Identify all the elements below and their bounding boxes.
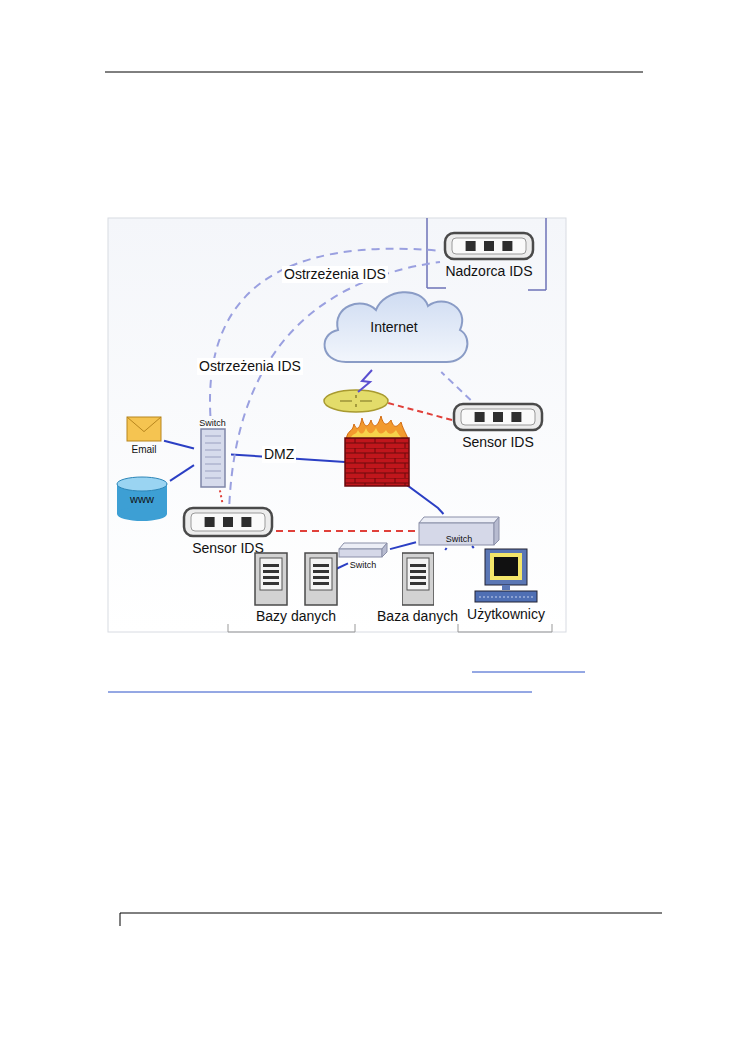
node-label: Switch xyxy=(199,418,226,428)
node-icon xyxy=(126,416,162,442)
node-label: Użytkownicy xyxy=(467,606,545,622)
edge-label: Ostrzeżenia IDS xyxy=(197,358,303,375)
header-rule xyxy=(105,72,643,73)
network-switch: Switch xyxy=(418,516,500,546)
node-label: Email xyxy=(131,444,156,456)
footer-rule xyxy=(120,913,662,914)
diagram-frame xyxy=(108,218,566,632)
network-switch: Switch xyxy=(196,418,229,488)
node-label: Switch xyxy=(446,534,473,544)
connector xyxy=(276,530,416,532)
node-icon xyxy=(452,402,544,432)
node-label: Sensor IDS xyxy=(192,540,264,556)
supervisor-frame xyxy=(427,218,546,290)
connector xyxy=(472,546,474,548)
link-underline xyxy=(472,672,585,673)
connector xyxy=(441,372,470,400)
node-icon xyxy=(402,552,434,606)
connector xyxy=(445,548,446,550)
database-servers: Bazy danych xyxy=(246,552,346,624)
connector xyxy=(220,490,223,504)
sensor-tap-line xyxy=(388,403,452,420)
label-holder: Internet xyxy=(316,284,472,370)
connector xyxy=(390,542,416,549)
connector xyxy=(210,249,440,416)
node-label: Switch xyxy=(350,560,377,570)
node-label: Nadzorca IDS xyxy=(445,263,532,279)
connector xyxy=(164,441,194,449)
node-icon xyxy=(473,548,539,604)
node-label: www xyxy=(130,493,154,506)
node-label: Bazy danych xyxy=(256,608,336,624)
edge-label: DMZ xyxy=(262,446,296,463)
ids-sensor: Sensor IDS xyxy=(452,402,544,450)
connector xyxy=(170,465,194,481)
node-label: Internet xyxy=(370,319,417,335)
edge-label: Ostrzeżenia IDS xyxy=(282,266,388,283)
node-label: Baza danych xyxy=(377,608,458,624)
connector xyxy=(336,563,348,569)
node-icon xyxy=(182,506,274,538)
group-bracket xyxy=(458,624,552,632)
node-label: Sensor IDS xyxy=(462,434,534,450)
wireless-link xyxy=(358,370,372,392)
label-holder: www xyxy=(116,476,168,522)
footer-tick xyxy=(120,913,121,926)
link-underline xyxy=(108,692,532,693)
connector xyxy=(231,454,443,514)
node-icon xyxy=(338,542,388,558)
node-icon xyxy=(199,428,227,488)
internet-cloud: Internet xyxy=(316,284,472,370)
node-icon xyxy=(246,552,346,606)
node-icon xyxy=(443,231,535,261)
group-bracket xyxy=(228,624,355,632)
firewall xyxy=(345,416,409,486)
ids-supervisor: Nadzorca IDS xyxy=(442,231,536,279)
user-workstation: Użytkownicy xyxy=(464,548,548,622)
ids-sensor: Sensor IDS xyxy=(182,506,274,556)
www-server: www xyxy=(116,476,168,522)
label-holder: Switch xyxy=(418,516,500,546)
database-server: Baza danych xyxy=(374,552,461,624)
network-switch: Switch xyxy=(338,542,388,570)
router xyxy=(324,390,388,412)
email-server: Email xyxy=(126,416,162,456)
